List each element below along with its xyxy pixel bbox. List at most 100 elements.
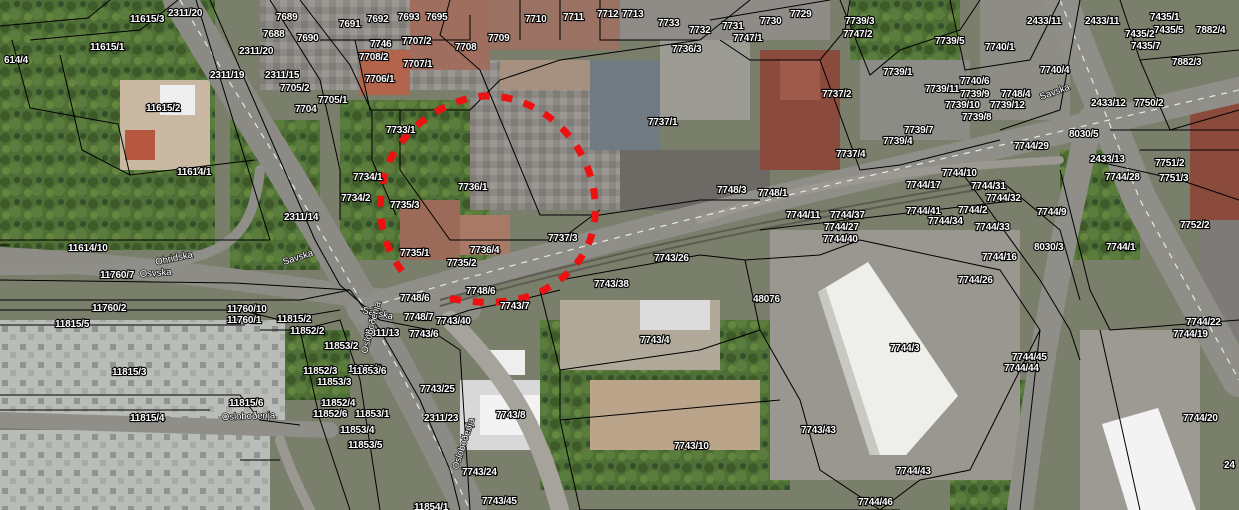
parcel-label[interactable]: 7730: [759, 15, 783, 28]
parcel-label[interactable]: 7734/1: [352, 171, 384, 184]
parcel-label[interactable]: 11815/3: [111, 366, 148, 379]
parcel-label[interactable]: 7712: [596, 8, 620, 21]
parcel-label[interactable]: 7710: [524, 13, 548, 26]
parcel-label[interactable]: 7744/31: [970, 180, 1008, 193]
parcel-label[interactable]: 7704: [294, 103, 318, 116]
parcel-label[interactable]: 7743/10: [673, 440, 711, 453]
parcel-label[interactable]: 2311/20: [167, 7, 204, 20]
parcel-label[interactable]: 11615/2: [145, 102, 182, 115]
parcel-label[interactable]: 7734/2: [340, 192, 372, 205]
parcel-label[interactable]: 11760/10: [226, 303, 269, 316]
parcel-label[interactable]: 7743/7: [499, 300, 531, 313]
parcel-label[interactable]: 7744/11: [785, 209, 822, 222]
parcel-label[interactable]: 2433/11: [1026, 15, 1063, 28]
parcel-label[interactable]: 7739/7: [903, 124, 935, 137]
parcel-label[interactable]: 7733: [657, 17, 681, 30]
parcel-label[interactable]: 7744/33: [974, 221, 1012, 234]
parcel-label[interactable]: 11852/3: [302, 365, 339, 378]
parcel-label[interactable]: 7743/45: [481, 495, 519, 508]
parcel-label[interactable]: 7744/45: [1011, 351, 1049, 364]
parcel-label[interactable]: 7729: [789, 8, 813, 21]
parcel-label[interactable]: 7744/22: [1185, 316, 1223, 329]
parcel-label[interactable]: 7750/2: [1133, 97, 1165, 110]
parcel-label[interactable]: 7744/16: [981, 251, 1019, 264]
parcel-label[interactable]: 7739/1: [882, 66, 914, 79]
parcel-label[interactable]: 11853/6: [351, 365, 388, 378]
parcel-label[interactable]: 11615/3: [129, 13, 166, 26]
parcel-label[interactable]: 2311/14: [283, 211, 320, 224]
parcel-label[interactable]: 7737/1: [647, 116, 679, 129]
parcel-label[interactable]: 11853/2: [323, 340, 360, 353]
parcel-label[interactable]: 7739/8: [961, 111, 993, 124]
parcel-label[interactable]: 7693: [397, 11, 421, 24]
parcel-label[interactable]: 2433/11: [1084, 15, 1121, 28]
parcel-label[interactable]: 11815/4: [129, 412, 166, 425]
parcel-label[interactable]: 7882/3: [1171, 56, 1203, 69]
parcel-label[interactable]: 7708: [454, 41, 478, 54]
parcel-label[interactable]: 7707/2: [401, 35, 433, 48]
parcel-label[interactable]: 7737/3: [547, 232, 579, 245]
parcel-label[interactable]: 8030/5: [1068, 128, 1100, 141]
parcel-label[interactable]: 7732: [688, 24, 712, 37]
parcel-label[interactable]: 11852/2: [289, 325, 326, 338]
parcel-label[interactable]: 7739/12: [989, 99, 1027, 112]
parcel-label[interactable]: 7708/2: [358, 51, 390, 64]
parcel-label[interactable]: 7435/5: [1153, 24, 1185, 37]
parcel-label[interactable]: 7744/32: [985, 192, 1023, 205]
parcel-label[interactable]: 7743/4: [639, 334, 671, 347]
parcel-label[interactable]: 7743/25: [419, 383, 457, 396]
parcel-label[interactable]: 7740/1: [984, 41, 1016, 54]
parcel-label[interactable]: 7882/4: [1195, 24, 1227, 37]
parcel-label[interactable]: 7744/9: [1036, 206, 1068, 219]
parcel-label[interactable]: 7739/5: [934, 35, 966, 48]
parcel-label[interactable]: 7743/38: [593, 278, 631, 291]
parcel-label[interactable]: 2311/13: [364, 327, 401, 340]
parcel-label[interactable]: 24: [1223, 459, 1237, 472]
parcel-label[interactable]: 7748/6: [465, 285, 497, 298]
parcel-label[interactable]: 48076: [752, 293, 782, 306]
parcel-label[interactable]: 2433/12: [1090, 97, 1128, 110]
parcel-label[interactable]: 7737/2: [821, 88, 853, 101]
parcel-label[interactable]: 11853/1: [354, 408, 391, 421]
parcel-label[interactable]: 7709: [487, 32, 511, 45]
parcel-label[interactable]: 11615/1: [89, 41, 126, 54]
parcel-label[interactable]: 7691: [338, 18, 362, 31]
parcel-label[interactable]: 7748/4: [1000, 88, 1032, 101]
parcel-label[interactable]: 11853/3: [316, 376, 353, 389]
parcel-label[interactable]: 7739/4: [882, 135, 914, 148]
parcel-label[interactable]: 7713: [621, 8, 645, 21]
parcel-label[interactable]: 7743/40: [435, 315, 473, 328]
parcel-label[interactable]: 7743/26: [653, 252, 691, 265]
parcel-label[interactable]: 7752/2: [1179, 219, 1211, 232]
parcel-label[interactable]: 7744/44: [1003, 362, 1041, 375]
parcel-label[interactable]: 7744/17: [905, 179, 943, 192]
parcel-label[interactable]: 7739/11: [924, 83, 961, 96]
parcel-label[interactable]: 11853/5: [347, 439, 384, 452]
parcel-label[interactable]: 7744/37: [829, 209, 867, 222]
parcel-label[interactable]: 7747/2: [842, 28, 874, 41]
parcel-label[interactable]: 8030/3: [1033, 241, 1065, 254]
parcel-label[interactable]: 7707/1: [402, 58, 434, 71]
parcel-label[interactable]: 7706/1: [364, 73, 396, 86]
parcel-label[interactable]: 7744/20: [1182, 412, 1220, 425]
parcel-label[interactable]: 7705/2: [279, 82, 311, 95]
parcel-label[interactable]: 7744/27: [823, 221, 861, 234]
parcel-label[interactable]: 7739/9: [959, 88, 991, 101]
parcel-label[interactable]: 7744/3: [889, 342, 921, 355]
parcel-label[interactable]: 2311/15: [264, 69, 301, 82]
parcel-label[interactable]: 7739/10: [944, 99, 982, 112]
parcel-label[interactable]: 7744/43: [895, 465, 933, 478]
parcel-label[interactable]: 7435/2: [1124, 28, 1156, 41]
parcel-label[interactable]: 7731: [721, 20, 745, 33]
parcel-label[interactable]: 11760/1: [226, 314, 263, 327]
parcel-label[interactable]: 7744/29: [1013, 140, 1051, 153]
parcel-label[interactable]: 7690: [296, 32, 320, 45]
parcel-label[interactable]: 7744/26: [957, 274, 995, 287]
parcel-label[interactable]: 11853/4: [339, 424, 376, 437]
parcel-label[interactable]: 11760/2: [91, 302, 128, 315]
parcel-label[interactable]: 7688: [262, 28, 286, 41]
parcel-label[interactable]: 7751/3: [1158, 172, 1190, 185]
parcel-label[interactable]: 7692: [366, 13, 390, 26]
parcel-label[interactable]: 7751/2: [1154, 157, 1186, 170]
